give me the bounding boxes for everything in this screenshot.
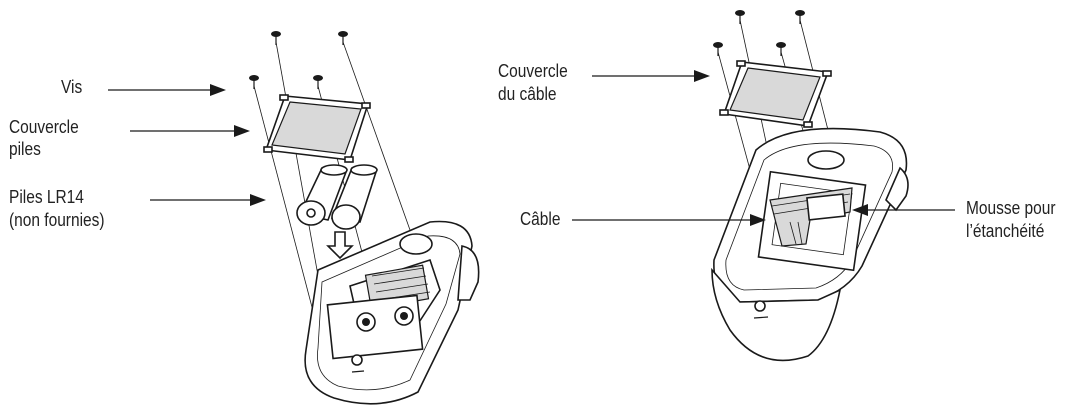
left-leader-arrows	[108, 84, 266, 206]
batteries-drawing	[296, 164, 378, 230]
label-battery-cover-line2: piles	[9, 139, 41, 159]
insert-direction-arrow	[326, 231, 354, 260]
right-screw-4	[776, 42, 786, 56]
left-device-housing	[304, 220, 480, 405]
left-screw-2	[338, 31, 348, 45]
right-screw-1	[735, 10, 745, 24]
right-leader-arrows	[572, 70, 955, 226]
right-device-housing	[711, 127, 909, 362]
label-batteries-line2: (non fournies)	[9, 210, 105, 230]
label-screws: Vis	[61, 77, 83, 97]
label-foam-line1: Mousse pour	[966, 198, 1056, 218]
label-foam-line2: l’étanchéité	[966, 221, 1045, 241]
left-screw-3	[249, 75, 259, 89]
label-cable-cover-line1: Couvercle	[498, 61, 568, 81]
label-battery-cover-line1: Couvercle	[9, 117, 79, 137]
label-batteries-line1: Piles LR14	[9, 187, 84, 207]
left-screw-4	[313, 75, 323, 89]
label-cable-cover-line2: du câble	[498, 84, 557, 104]
label-cable: Câble	[520, 209, 561, 229]
right-screw-3	[713, 42, 723, 56]
battery-cover-drawing	[263, 94, 371, 163]
right-screw-2	[795, 10, 805, 24]
cable-cover-drawing	[719, 60, 832, 128]
left-screw-1	[271, 31, 281, 45]
